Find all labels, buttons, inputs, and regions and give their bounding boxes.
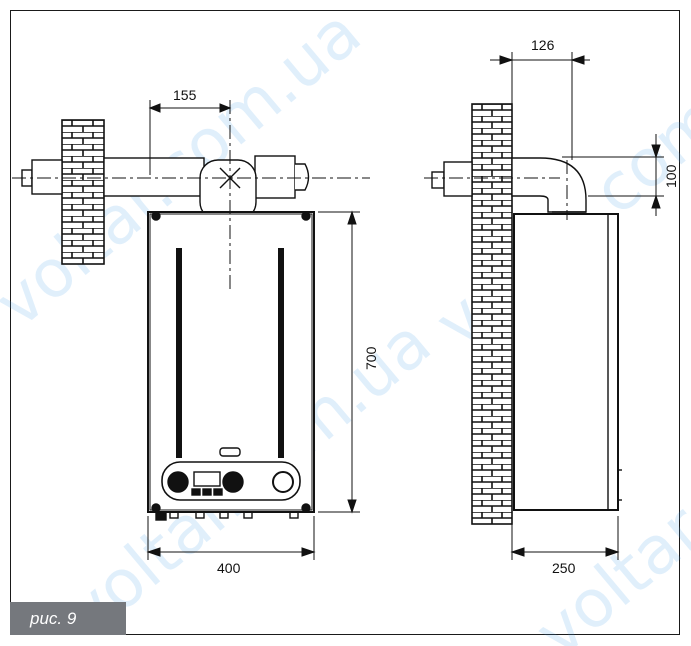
side-view	[424, 52, 664, 560]
front-center-lines	[12, 100, 370, 290]
dim-700	[318, 210, 360, 514]
dim-250	[510, 516, 620, 560]
figure-caption: рис. 9	[10, 602, 126, 635]
front-flue-pipe	[21, 155, 310, 221]
label-width: 400	[217, 560, 241, 576]
label-flue-offset: 126	[531, 37, 555, 53]
label-flue-spacing: 155	[173, 87, 197, 103]
front-boiler-body	[147, 211, 315, 521]
side-boiler-body	[513, 213, 622, 511]
dim-155	[148, 100, 232, 175]
label-height: 700	[363, 346, 379, 370]
drawing-frame	[10, 10, 680, 635]
label-depth: 250	[552, 560, 576, 576]
label-flue-height: 100	[663, 164, 679, 188]
front-wall-bricks	[61, 119, 105, 265]
side-wall-bricks	[471, 103, 513, 525]
dim-100	[562, 134, 664, 216]
dim-126	[490, 52, 590, 160]
front-view	[12, 100, 370, 560]
dim-400	[146, 516, 316, 560]
side-center-lines	[424, 160, 568, 220]
